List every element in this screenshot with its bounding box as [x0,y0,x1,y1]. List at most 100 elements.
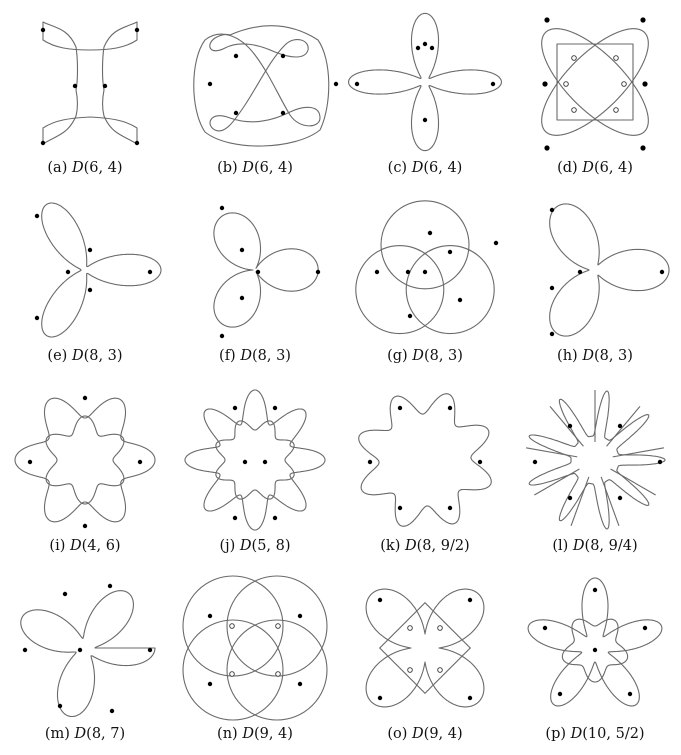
star-spoke [606,406,641,447]
ellipse-curve [541,28,649,136]
vertex-dot [333,81,339,87]
figure-panel: (c) D(6, 4) [340,0,510,188]
open-vertex-dot [571,107,577,113]
vertex-dot [397,405,403,411]
vertex-dot [107,583,113,589]
vertex-dot [422,117,428,123]
open-vertex-dot [229,623,235,629]
circle-curve [405,245,495,335]
inner-curve [215,420,295,500]
caption-arguments: (5, 8) [251,538,291,554]
figure-drawing [348,12,502,152]
caption-function-name: D [239,538,252,554]
caption-arguments: (6, 4) [593,160,633,176]
vertex-dot [219,205,225,211]
vertex-dot [542,625,548,631]
caption-label: (g) [387,348,408,364]
vertex-dot [280,53,286,59]
ellipse-curve [541,28,649,136]
open-vertex-dot [563,81,569,87]
open-vertex-dot [437,625,443,631]
vertex-dot [207,81,213,87]
vertex-dot [232,405,238,411]
caption-function-name: D [69,538,82,554]
vertex-dot [617,495,623,501]
figure-caption: (m) D(8, 7) [0,726,170,742]
figure-caption: (o) D(9, 4) [340,726,510,742]
figure-caption: (b) D(6, 4) [170,160,340,176]
vertex-dot [640,145,646,151]
vertex-dot [567,495,573,501]
vertex-dot [592,587,598,593]
caption-arguments: (6, 4) [253,160,293,176]
open-vertex-dot [407,625,413,631]
closed-curve [42,21,138,145]
circle-curve [182,619,284,721]
caption-function-name: D [71,348,84,364]
figure-panel: (e) D(8, 3) [0,188,170,376]
vertex-dot [354,81,360,87]
caption-label: (k) [380,538,401,554]
vertex-dot [272,515,278,521]
figure-caption: (f) D(8, 3) [170,348,340,364]
figure-caption: (j) D(5, 8) [170,538,340,554]
caption-arguments: (9, 4) [253,726,293,742]
vertex-dot [407,313,413,319]
figure-panel: (n) D(9, 4) [170,566,340,754]
vertex-dot [427,230,433,236]
vertex-dot [532,459,538,465]
open-vertex-dot [621,81,627,87]
vertex-dot [617,423,623,429]
vertex-dot [642,81,648,87]
figure-panel: (b) D(6, 4) [170,0,340,188]
figure-panel: (i) D(4, 6) [0,378,170,566]
vertex-dot [490,81,496,87]
figure-panel: (a) D(6, 4) [0,0,170,188]
caption-arguments: (10, 5/2) [582,726,645,742]
vertex-dot [447,505,453,511]
figure-caption: (g) D(8, 3) [340,348,510,364]
vertex-dot [40,27,46,33]
caption-label: (h) [557,348,578,364]
caption-function-name: D [582,348,594,364]
figure-drawing [525,390,666,530]
vertex-dot [109,708,115,714]
figure-drawing [358,393,492,527]
figure-caption: (n) D(9, 4) [170,726,340,742]
caption-label: (j) [219,538,236,554]
vertex-dot [297,681,303,687]
caption-arguments: (8, 3) [593,348,633,364]
vertex-dot [544,145,550,151]
vertex-dot [87,247,93,253]
figure-panel: (m) D(8, 7) [0,566,170,754]
vertex-dot [422,269,428,275]
figure-drawing [365,588,485,708]
vertex-dot [297,613,303,619]
caption-label: (i) [49,538,66,554]
figure-drawing [541,17,649,151]
vertex-dot [134,140,140,146]
vertex-dot [415,45,421,51]
caption-function-name: D [74,726,87,742]
vertex-dot [147,647,153,653]
vertex-dot [232,515,238,521]
caption-function-name: D [582,160,594,176]
caption-arguments: (6, 4) [83,160,123,176]
vertex-dot [239,295,245,301]
vertex-dot [34,315,40,321]
vertex-dot [147,269,153,275]
closed-curve [348,12,502,152]
caption-arguments: (9, 4) [423,726,463,742]
figure-drawing [213,205,321,339]
vertex-dot [377,695,383,701]
vertex-dot [242,459,248,465]
figure-panel: (l) D(8, 9/4) [510,378,680,566]
caption-function-name: D [572,538,585,554]
open-vertex-dot [571,55,577,61]
figure-drawing [34,202,162,338]
star-spoke [610,468,656,496]
vertex-dot [315,269,321,275]
vertex-dot [567,423,573,429]
caption-arguments: (6, 4) [423,160,463,176]
caption-function-name: D [570,726,583,742]
